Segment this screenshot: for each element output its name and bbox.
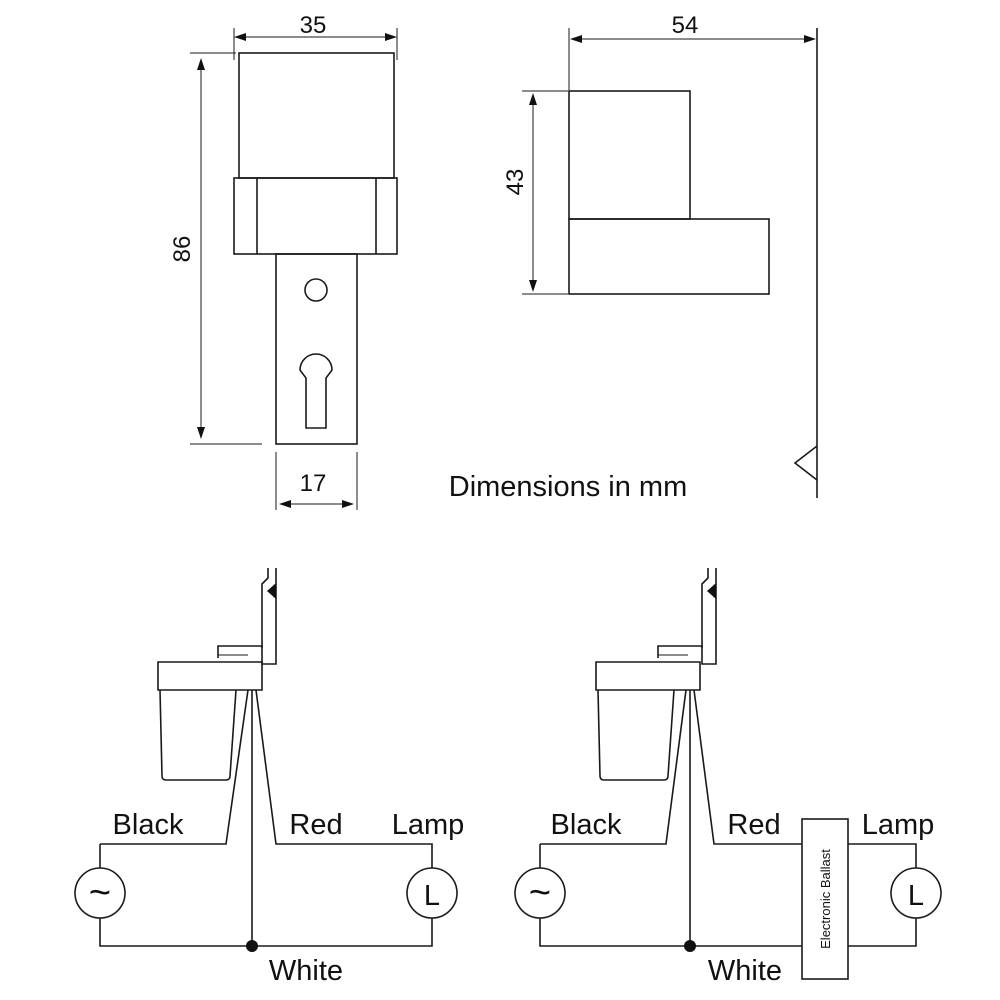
front-mount-plate — [275, 253, 358, 445]
left-ac-source — [74, 867, 126, 919]
left-junction-dot — [246, 940, 258, 952]
front-view: 35 86 17 — [169, 12, 398, 510]
electronic-ballast-label: Electronic Ballast — [818, 849, 833, 949]
right-neutral-lamp — [848, 918, 917, 947]
dim-17-label: 17 — [300, 470, 327, 497]
right-neutral-line — [539, 918, 802, 947]
right-cell-body — [597, 689, 675, 781]
right-ac-source — [514, 867, 566, 919]
dim-43-label: 43 — [502, 169, 529, 196]
electronic-ballast-box — [801, 818, 849, 980]
dim54-arrow-left — [570, 35, 582, 43]
left-bracket — [217, 568, 277, 665]
dim-54-label: 54 — [672, 12, 699, 39]
right-bracket-inner — [701, 568, 709, 648]
dim35-arrow-left — [234, 33, 246, 41]
left-black-wire — [100, 689, 249, 845]
dim86-arrow-bottom — [197, 427, 205, 439]
side-view: 54 43 — [502, 12, 818, 498]
right-red-label: Red — [727, 809, 780, 841]
dim43-arrow-top — [529, 93, 537, 105]
mount-hole — [304, 278, 328, 302]
side-base — [568, 218, 770, 295]
left-lamp — [406, 867, 458, 919]
left-white-label: White — [269, 955, 343, 987]
right-bracket — [657, 568, 717, 665]
side-sensor-head — [568, 90, 691, 220]
left-bracket-inner — [261, 568, 269, 648]
right-bracket-clip — [707, 583, 716, 599]
side-wall-clip — [793, 445, 818, 481]
left-neutral-line — [99, 918, 433, 947]
left-bracket-clip — [267, 583, 276, 599]
wiring-right: Electronic Ballast ~ L Black Red Lamp Wh… — [514, 568, 942, 987]
right-lamp — [890, 867, 942, 919]
right-white-label: White — [708, 955, 782, 987]
right-lamp-symbol: L — [908, 880, 924, 912]
left-cell-cap — [157, 661, 263, 691]
dim54-arrow-right — [804, 35, 816, 43]
left-cell-body — [159, 689, 237, 781]
left-red-wire — [255, 689, 433, 868]
left-lamp-label: Lamp — [392, 809, 465, 841]
dim17-arrow-right — [342, 500, 354, 508]
right-red-wire — [693, 689, 802, 845]
right-cell-cap — [595, 661, 701, 691]
dim35-arrow-right — [385, 33, 397, 41]
dim43-arrow-bottom — [529, 280, 537, 292]
front-collar — [233, 177, 398, 255]
front-sensor-head — [238, 52, 395, 179]
left-black-label: Black — [113, 809, 184, 841]
right-black-wire — [540, 689, 687, 845]
dim-86-label: 86 — [169, 236, 196, 263]
right-lamp-wire-top — [848, 843, 917, 868]
dim17-arrow-left — [279, 500, 291, 508]
dimensions-note: Dimensions in mm — [449, 471, 688, 503]
dim-35-label: 35 — [300, 12, 327, 39]
dim86-arrow-top — [197, 58, 205, 70]
right-junction-dot — [684, 940, 696, 952]
right-lamp-label: Lamp — [862, 809, 935, 841]
left-red-label: Red — [289, 809, 342, 841]
right-black-label: Black — [551, 809, 622, 841]
left-lamp-symbol: L — [424, 880, 440, 912]
keyhole-slot — [299, 353, 333, 429]
left-ac-symbol: ~ — [89, 872, 111, 914]
wiring-left: ~ L Black Red Lamp White — [74, 568, 465, 987]
right-ac-symbol: ~ — [529, 872, 551, 914]
